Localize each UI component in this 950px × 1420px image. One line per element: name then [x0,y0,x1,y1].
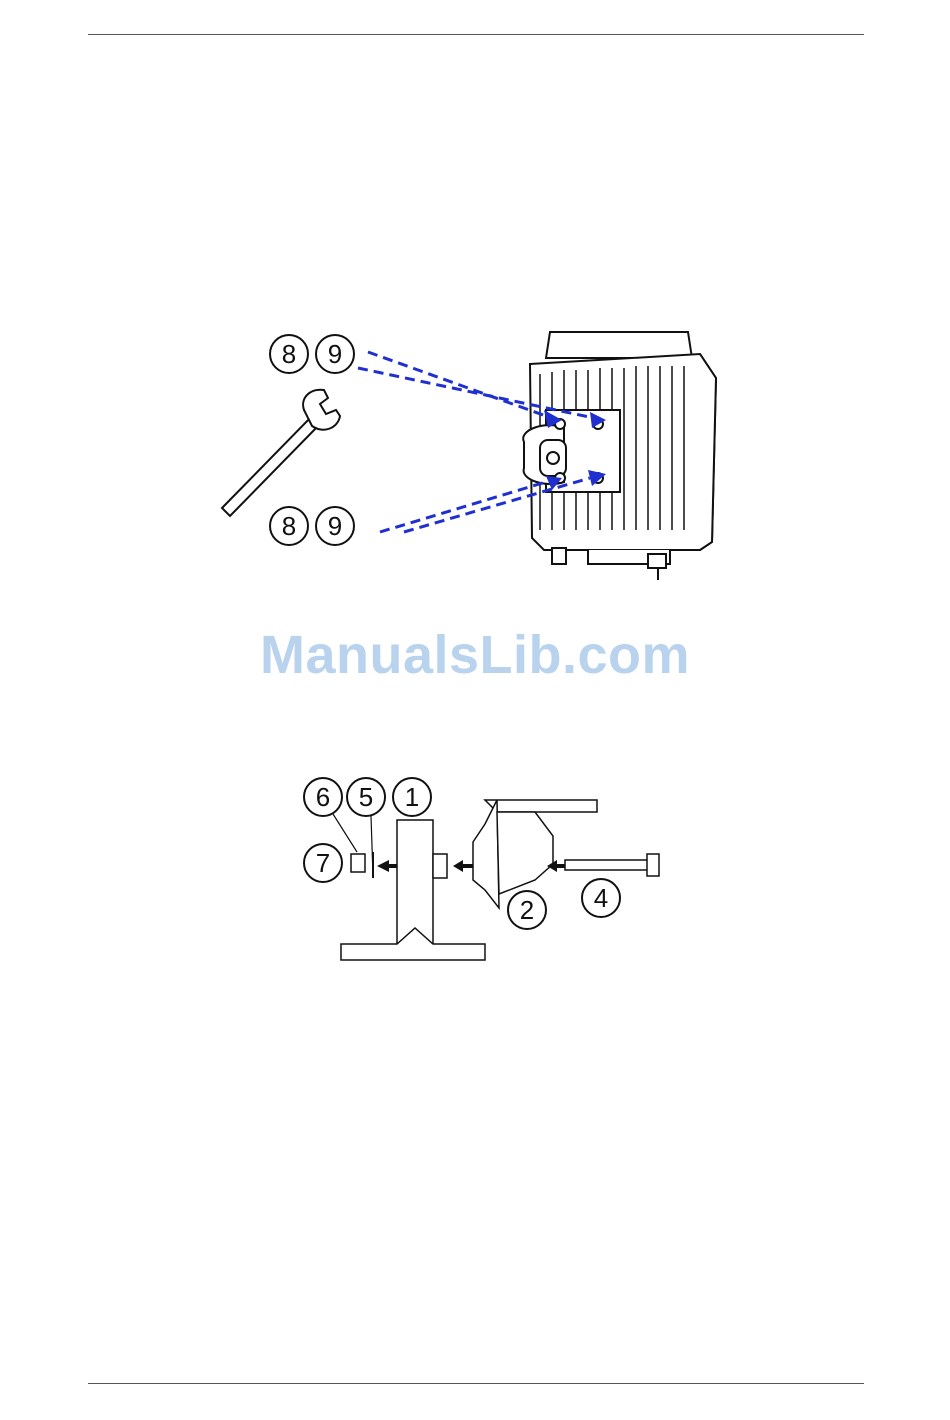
svg-text:8: 8 [282,339,296,369]
svg-text:1: 1 [405,782,419,812]
header-rule [88,34,864,35]
svg-text:6: 6 [316,782,330,812]
svg-text:9: 9 [328,511,342,541]
nut [351,854,365,872]
pole-mount-figure: 6 5 1 7 2 4 [285,760,663,976]
callout-1: 1 [393,778,431,816]
callout-5: 5 [347,778,385,816]
footer-rule [88,1383,864,1384]
callout-7: 7 [304,844,342,882]
callout-2: 2 [508,891,546,929]
callout-9-top: 9 [316,335,354,373]
callout-6: 6 [304,778,342,816]
callout-8-top: 8 [270,335,308,373]
callout-4: 4 [582,879,620,917]
svg-text:8: 8 [282,511,296,541]
svg-text:4: 4 [594,883,608,913]
svg-text:9: 9 [328,339,342,369]
antenna-mounting-figure: 8 9 8 9 [200,318,748,584]
antenna-unit [523,332,716,580]
callout-9-bottom: 9 [316,507,354,545]
svg-text:5: 5 [359,782,373,812]
svg-text:2: 2 [520,895,534,925]
watermark: ManualsLib.com [0,624,950,686]
callout-8-bottom: 8 [270,507,308,545]
svg-text:7: 7 [316,848,330,878]
